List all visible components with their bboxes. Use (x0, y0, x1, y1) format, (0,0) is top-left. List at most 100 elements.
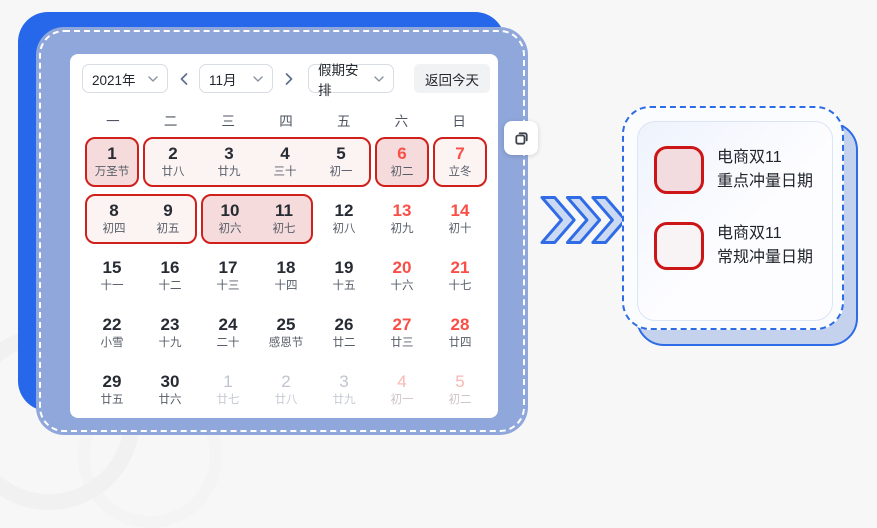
day-lunar-label: 万圣节 (94, 166, 130, 178)
calendar-day-cell[interactable]: 9 初五 (141, 196, 195, 242)
month-select-value: 11月 (209, 72, 237, 88)
calendar-day-cell[interactable]: 6 初二 (377, 139, 427, 185)
day-lunar-label: 初四 (102, 223, 126, 235)
day-number: 1 (107, 144, 117, 163)
legend-item-regular: 电商双11 常规冲量日期 (654, 222, 832, 270)
day-number: 20 (392, 258, 412, 277)
day-lunar-label: 廿七 (216, 394, 240, 406)
weekday-label: 一 (106, 114, 120, 129)
day-lunar-label: 十一 (100, 280, 124, 292)
day-lunar-label: 初五 (156, 223, 180, 235)
day-lunar-label: 十九 (158, 337, 182, 349)
day-lunar-label: 小雪 (100, 337, 124, 349)
calendar-day-cell[interactable]: 29 廿五 (87, 367, 137, 413)
day-lunar-label: 廿四 (448, 337, 472, 349)
day-number: 22 (102, 315, 122, 334)
day-lunar-label: 十四 (274, 280, 298, 292)
day-number: 2 (281, 372, 291, 391)
calendar-panel: 2021年 11月 假期安排 返回今天 一 二 三 四 五 (70, 54, 498, 418)
chevron-down-icon (148, 75, 158, 82)
day-lunar-label: 廿五 (100, 394, 124, 406)
day-number: 30 (160, 372, 180, 391)
day-lunar-label: 初九 (390, 223, 414, 235)
next-month-button[interactable] (280, 64, 298, 93)
day-number: 17 (218, 258, 238, 277)
calendar-day-cell[interactable]: 20 十六 (377, 253, 427, 299)
calendar-day-cell[interactable]: 18 十四 (261, 253, 311, 299)
day-lunar-label: 廿八 (161, 166, 185, 178)
day-group: 22 小雪 (85, 308, 139, 358)
day-number: 26 (334, 315, 354, 334)
day-lunar-label: 廿三 (390, 337, 414, 349)
copy-icon (514, 131, 528, 145)
triple-chevron-right-icon (540, 196, 627, 244)
day-number: 4 (397, 372, 407, 391)
legend-inner-card: 电商双11 重点冲量日期 电商双11 常规冲量日期 (637, 121, 833, 321)
day-number: 18 (276, 258, 296, 277)
month-select[interactable]: 11月 (199, 64, 273, 93)
day-number: 8 (109, 201, 119, 220)
calendar-day-cell[interactable]: 1 万圣节 (87, 139, 137, 185)
day-number: 10 (220, 201, 240, 220)
calendar-day-cell[interactable]: 8 初四 (87, 196, 141, 242)
day-number: 9 (163, 201, 173, 220)
day-lunar-label: 十六 (390, 280, 414, 292)
copy-button[interactable] (504, 121, 538, 155)
calendar-day-cell[interactable]: 22 小雪 (87, 310, 137, 356)
legend-item-label: 电商双11 常规冲量日期 (717, 225, 814, 266)
day-number: 19 (334, 258, 354, 277)
day-lunar-label: 初八 (332, 223, 356, 235)
day-lunar-label: 初一 (329, 166, 353, 178)
day-lunar-label: 初七 (272, 223, 296, 235)
key-date-swatch (654, 146, 704, 194)
calendar-toolbar: 2021年 11月 假期安排 返回今天 (82, 63, 490, 98)
day-number: 5 (455, 372, 465, 391)
year-select[interactable]: 2021年 (82, 64, 168, 93)
day-lunar-label: 初二 (390, 166, 414, 178)
day-number: 6 (397, 144, 407, 163)
holiday-plan-select[interactable]: 假期安排 (308, 63, 394, 98)
day-number: 29 (102, 372, 122, 391)
back-to-today-button[interactable]: 返回今天 (414, 64, 490, 93)
prev-month-button[interactable] (175, 64, 193, 93)
chevron-down-icon (253, 75, 263, 82)
